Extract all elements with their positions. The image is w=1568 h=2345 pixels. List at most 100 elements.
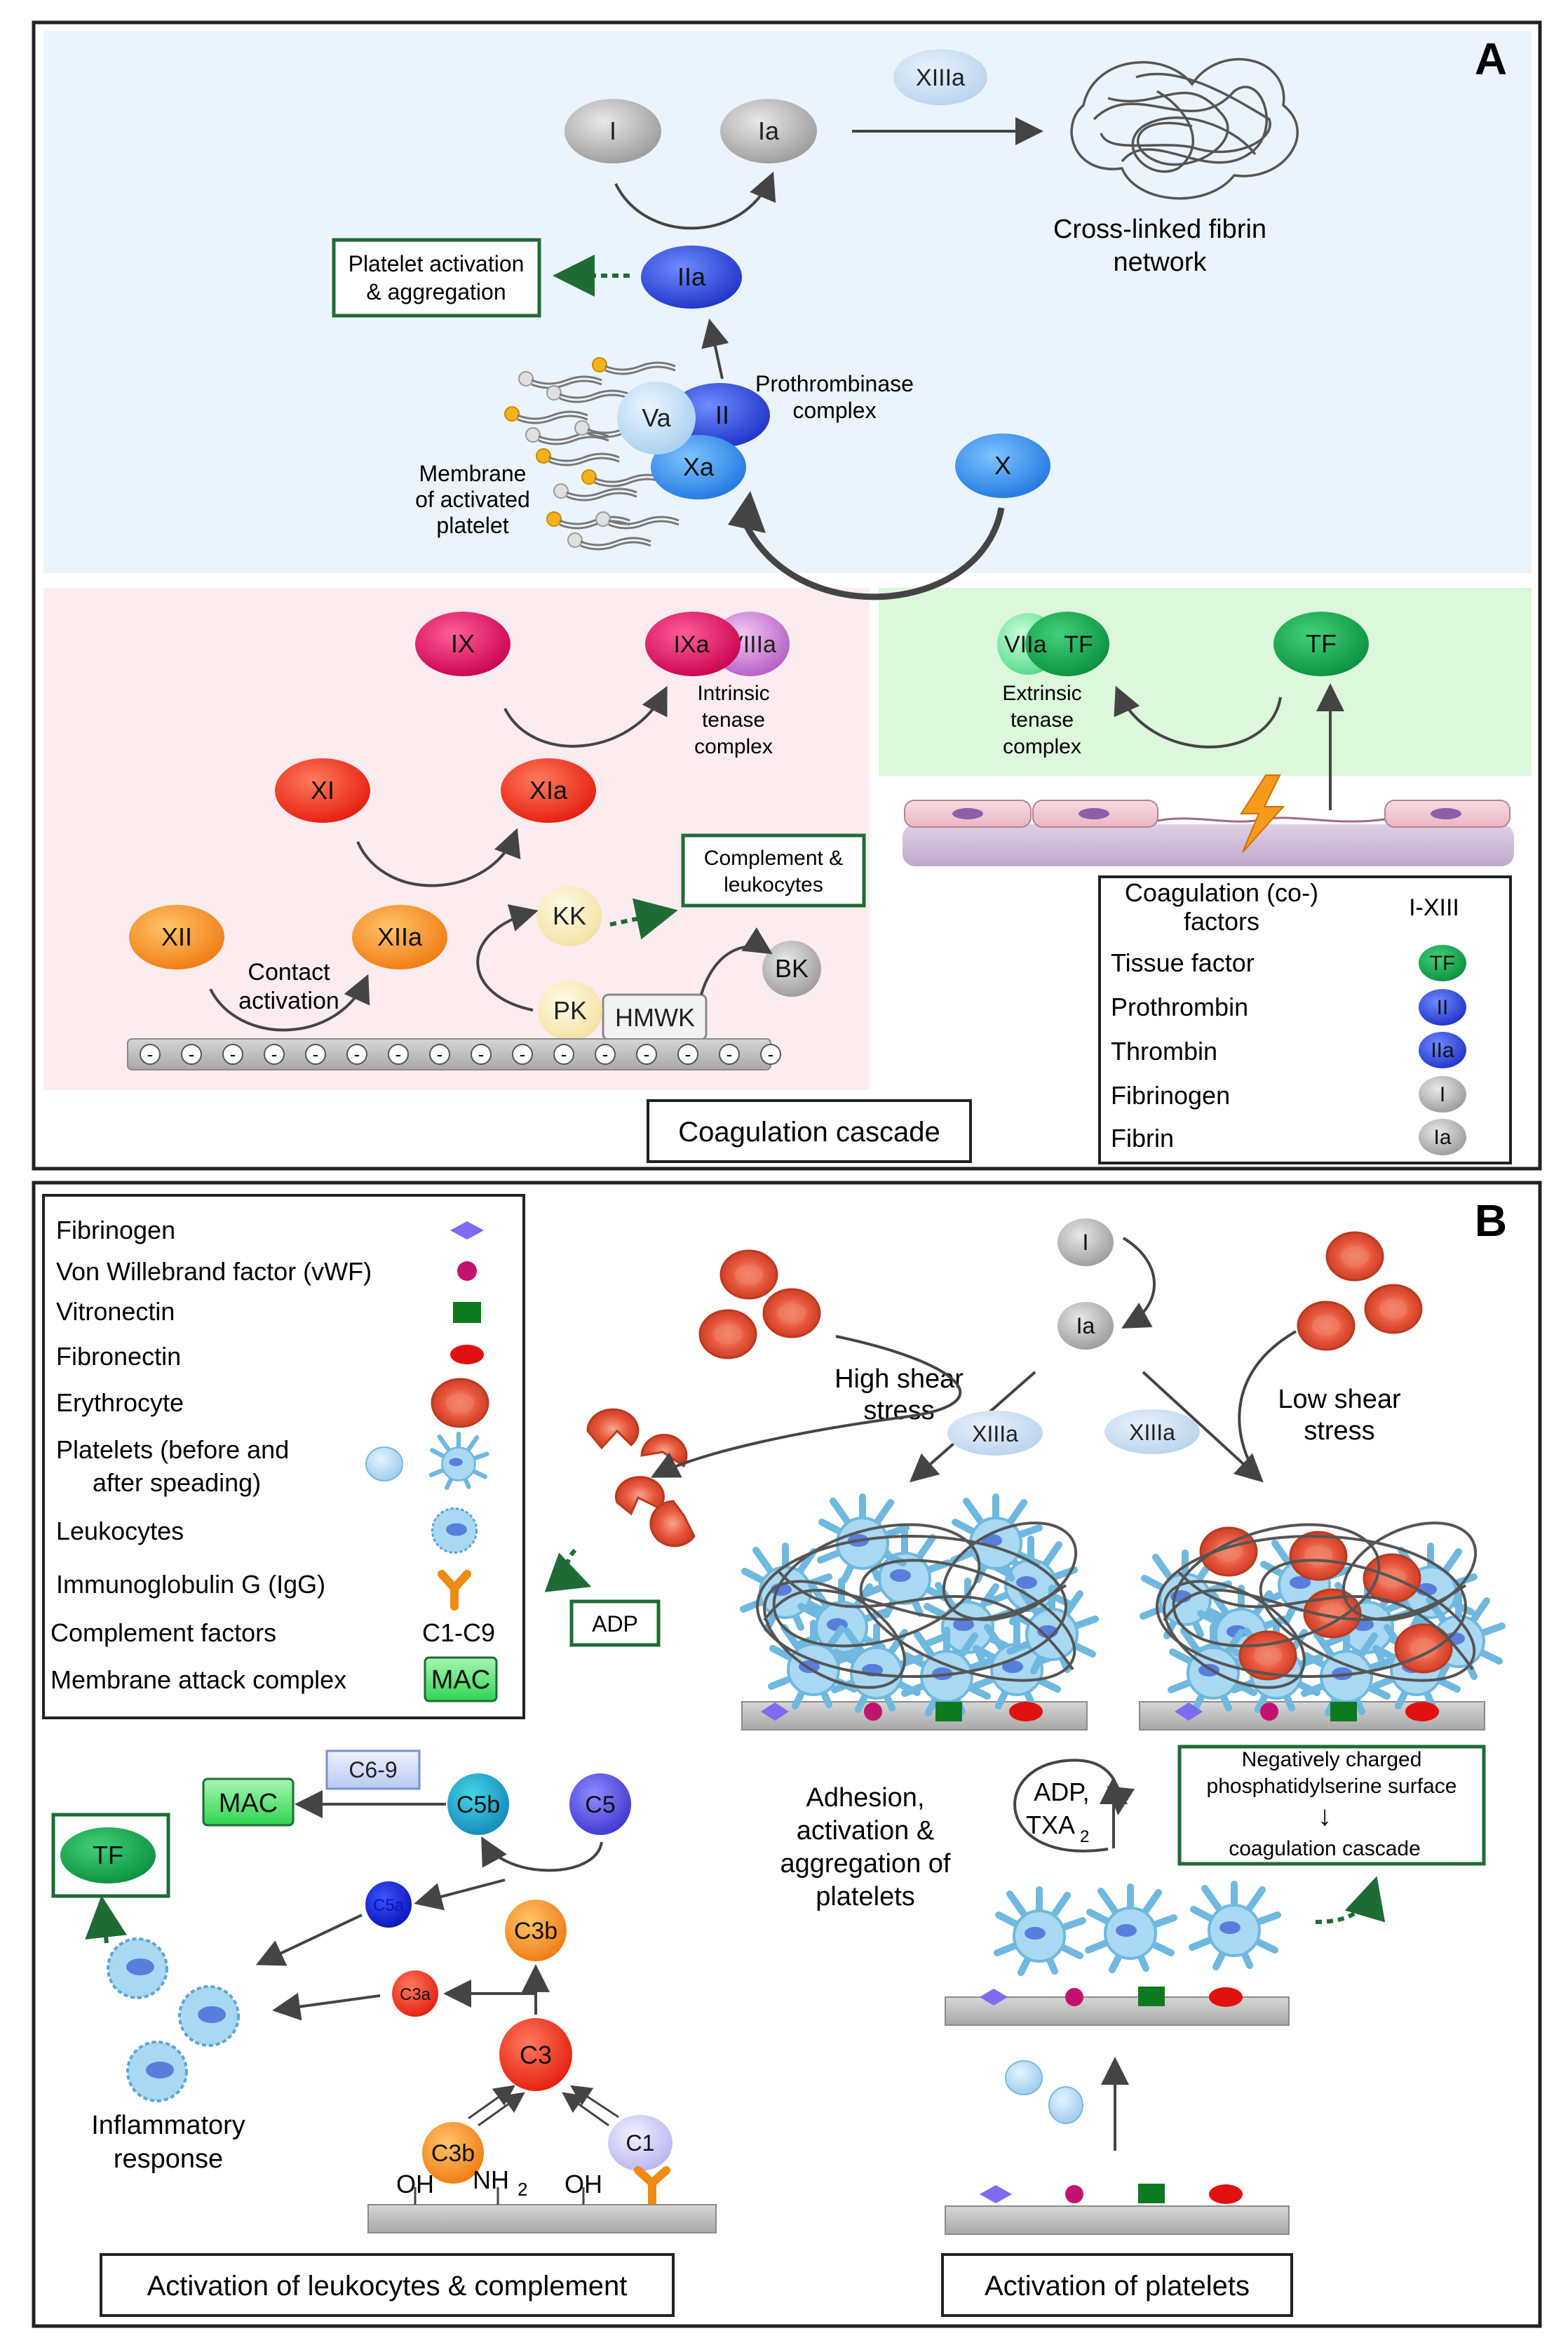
adp-txa2-subscript: 2 — [1080, 1827, 1089, 1846]
complement-box-line2: leukocytes — [724, 873, 823, 896]
right-clot-vitronectin-marker — [1330, 1702, 1357, 1721]
b-xiiia-left-label: XIIIa — [972, 1421, 1018, 1446]
legend-a-i-symbol — [1419, 1076, 1466, 1113]
negative-charge-circle — [429, 1044, 450, 1065]
platelet-activation-line1: Platelet activation — [349, 251, 525, 276]
inflammatory-label-line2: response — [114, 2144, 223, 2174]
nh2-subscript: 2 — [518, 2179, 527, 2200]
factor-ii-node — [669, 383, 770, 448]
b-factor-ia-label: Ia — [1076, 1313, 1095, 1338]
adp-label: ADP — [592, 1611, 638, 1637]
legend-b-vitronectin-label: Vitronectin — [56, 1297, 175, 1326]
factor-ixa-label: IXa — [673, 631, 709, 658]
extrinsic-label-line2: tenase — [1011, 708, 1074, 732]
arrow-ix-to-ixa — [503, 685, 668, 748]
legend-a-row-tissue-factor-label: Tissue factor — [1111, 948, 1255, 977]
negative-charge-circle — [760, 1044, 781, 1065]
negative-charge-sign: - — [354, 1044, 360, 1065]
factor-xiia-node — [352, 905, 447, 969]
arrow-high-shear-to-fragmentation — [650, 1335, 962, 1478]
fragmented-erythrocytes-icon — [586, 1408, 696, 1547]
erythrocyte-icon-1 — [719, 1249, 778, 1300]
erythrocyte-icon-6 — [1297, 1301, 1356, 1351]
tissue-factor-node — [1273, 612, 1369, 676]
negative-box-line1: Negatively charged — [1242, 1748, 1422, 1771]
c5-label: C5 — [585, 1792, 615, 1818]
c3-label: C3 — [520, 2041, 552, 2069]
negative-charge-sign: - — [520, 1044, 526, 1065]
b-factor-ia-node — [1057, 1302, 1114, 1350]
c6-9-label: C6-9 — [349, 1757, 397, 1782]
prothrombinase-label-line1: Prothrombinase — [755, 371, 914, 396]
negative-charge-sign: - — [437, 1044, 443, 1065]
legend-a-row-fibrin-label: Fibrin — [1111, 1124, 1174, 1153]
adhered-fibrinogen-marker — [980, 1989, 1008, 2005]
hmwk-label: HMWK — [615, 1003, 695, 1032]
left-clot-vitronectin-marker — [935, 1702, 962, 1721]
extrinsic-label-line1: Extrinsic — [1002, 682, 1081, 705]
negative-charge-sign: - — [189, 1044, 195, 1065]
left-clot-fibrinogen-marker — [761, 1702, 789, 1721]
factor-x-label: X — [994, 451, 1011, 480]
bradykinin-node — [762, 941, 821, 997]
negative-charge-markers: ---------------- — [140, 1044, 781, 1065]
b-factor-i-label: I — [1083, 1230, 1089, 1255]
adhered-vitronectin-marker — [1138, 1987, 1165, 2006]
injury-lightning-icon — [1240, 774, 1285, 853]
membrane-label-line3: platelet — [436, 513, 508, 538]
factor-xii-node — [129, 905, 224, 969]
factor-xia-label: XIa — [529, 776, 568, 805]
negative-charge-circle — [719, 1044, 740, 1065]
negative-box-line3: coagulation cascade — [1229, 1837, 1421, 1860]
legend-a-ii-text: II — [1437, 996, 1449, 1019]
legend-b-platelets-label-line2: after speading) — [93, 1468, 261, 1497]
membrane-label-line2: of activated — [415, 487, 530, 512]
legend-a-ia-symbol — [1419, 1119, 1466, 1155]
complement-box-line1: Complement & — [704, 847, 843, 870]
negative-charge-sign: - — [726, 1044, 733, 1065]
oh-label-1: OH — [396, 2170, 434, 2198]
arrow-tf-to-complex — [1114, 685, 1282, 748]
arrow-low-shear-to-clot — [1238, 1330, 1297, 1480]
c3b-lower-node — [422, 2122, 484, 2184]
arrow-c5a-to-leukocytes — [255, 1914, 363, 1966]
left-clot-vwf-marker — [864, 1702, 882, 1721]
arrow-prothrombinase-to-iia — [701, 318, 729, 379]
vessel-wall-icon — [903, 800, 1514, 866]
tf-complex-node — [1025, 612, 1109, 676]
factor-xiiia-label: XIIIa — [916, 65, 965, 91]
negative-charge-sign: - — [768, 1044, 774, 1065]
nh2-label: NH — [473, 2165, 509, 2194]
resting-platelet-icon-1 — [1005, 2060, 1043, 2095]
negative-charge-sign: - — [478, 1044, 485, 1065]
legend-b-erythrocyte-icon — [431, 1378, 489, 1428]
arrow-c5-to-c5b — [481, 1836, 603, 1872]
negative-charge-sign: - — [271, 1044, 278, 1065]
factor-i-node — [565, 99, 661, 163]
c6-9-box — [325, 1749, 421, 1790]
arrow-to-adp — [544, 1548, 592, 1592]
arrow-x-to-xa — [740, 507, 1005, 600]
erythrocyte-icon-2 — [762, 1288, 821, 1338]
c3-node — [499, 2018, 572, 2091]
legend-b-leukocyte-icon — [431, 1507, 478, 1554]
legend-b-mac-symbol: MAC — [431, 1665, 490, 1695]
factor-ii-label: II — [715, 401, 729, 429]
platelet-activation-line2: & aggregation — [366, 279, 506, 304]
right-clot-fibronectin-marker — [1405, 1702, 1439, 1721]
legend-b-vwf-label: Von Willebrand factor (vWF) — [56, 1257, 372, 1286]
c3b-lower-label: C3b — [431, 2140, 475, 2167]
right-clot-fibrin — [1156, 1521, 1478, 1689]
intrinsic-label-line2: tenase — [702, 708, 765, 732]
negative-charge-circle — [388, 1044, 409, 1065]
mac-box — [202, 1778, 295, 1827]
negative-charge-sign: - — [602, 1044, 609, 1065]
left-clot-fibrin — [756, 1521, 1078, 1689]
legend-a-header-line1: Coagulation (co-) — [1125, 878, 1318, 907]
negative-charge-sign: - — [561, 1044, 567, 1065]
arrow-to-c5a — [414, 1879, 506, 1911]
leukocyte-icon-2 — [178, 1985, 240, 2047]
c3-activation-arrows — [468, 2085, 619, 2127]
c3a-node — [392, 1970, 438, 2017]
